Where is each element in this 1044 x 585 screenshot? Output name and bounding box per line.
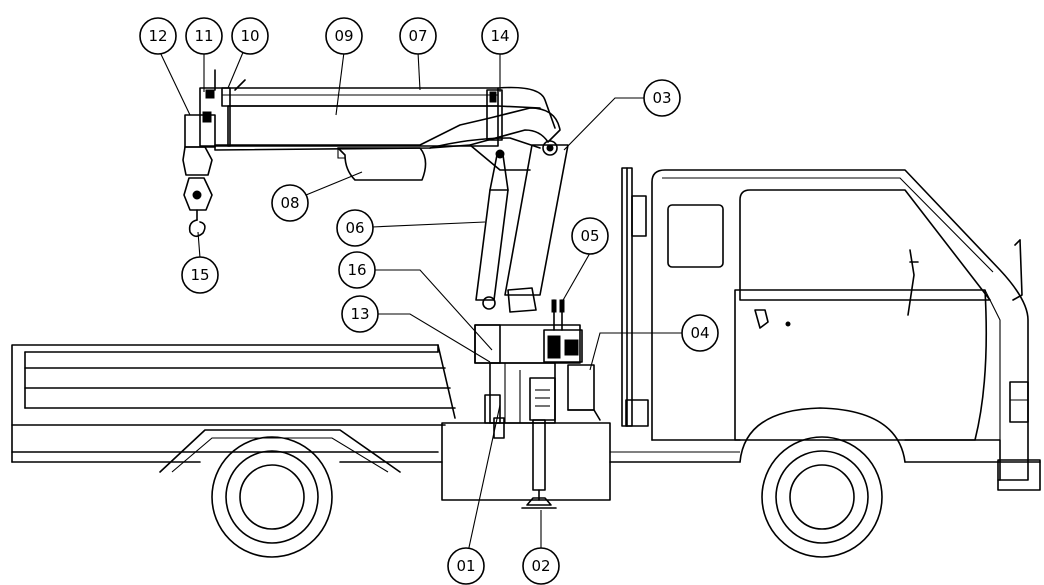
crane (182, 69, 601, 509)
callout-label: 05 (580, 227, 599, 245)
callout-13: 13 (341, 295, 379, 333)
boom (221, 86, 556, 147)
callout-label: 06 (345, 219, 364, 237)
callout-label: 08 (280, 194, 299, 212)
callout-05: 05 (571, 217, 609, 255)
callout-label: 15 (190, 266, 209, 284)
callout-09: 09 (325, 17, 363, 55)
hook (182, 146, 213, 238)
callout-02: 02 (522, 547, 560, 585)
inner-boom (214, 107, 561, 171)
leader-lines (157, 47, 683, 553)
callout-label: 09 (334, 27, 353, 45)
callout-16: 16 (338, 251, 376, 289)
boom-head (184, 69, 246, 148)
outrigger-jack (521, 377, 557, 509)
exhaust-stack (621, 167, 649, 427)
callout-06: 06 (336, 209, 374, 247)
cab (651, 169, 1041, 491)
callout-11: 11 (185, 17, 223, 55)
callout-label: 13 (350, 305, 369, 323)
crane-base (474, 324, 581, 424)
callout-14: 14 (481, 17, 519, 55)
truck (11, 167, 1041, 558)
callout-label: 03 (652, 89, 671, 107)
callout-12: 12 (139, 17, 177, 55)
cargo-bed (11, 344, 456, 453)
callout-15: 15 (181, 256, 219, 294)
callout-10: 10 (231, 17, 269, 55)
subframe (441, 422, 611, 501)
callout-label: 14 (490, 27, 509, 45)
callouts: 12 11 10 09 07 14 03 08 (139, 17, 719, 585)
hydraulic-tank (567, 364, 595, 411)
callout-label: 10 (240, 27, 259, 45)
callout-label: 11 (194, 27, 213, 45)
callout-label: 01 (456, 557, 475, 575)
callout-04: 04 (681, 314, 719, 352)
control-valve (543, 299, 583, 363)
callout-03: 03 (643, 79, 681, 117)
winch (337, 147, 427, 181)
callout-label: 07 (408, 27, 427, 45)
callout-label: 04 (690, 324, 709, 342)
crane-column (504, 140, 569, 313)
rear-fender (159, 429, 401, 473)
callout-07: 07 (399, 17, 437, 55)
rear-wheel (211, 436, 333, 558)
callout-label: 02 (531, 557, 550, 575)
callout-label: 16 (347, 261, 366, 279)
lift-cylinder (475, 149, 509, 310)
callout-01: 01 (447, 547, 485, 585)
chassis-frame (11, 451, 1041, 463)
callout-label: 12 (148, 27, 167, 45)
front-wheel (739, 407, 906, 558)
callout-08: 08 (271, 184, 309, 222)
